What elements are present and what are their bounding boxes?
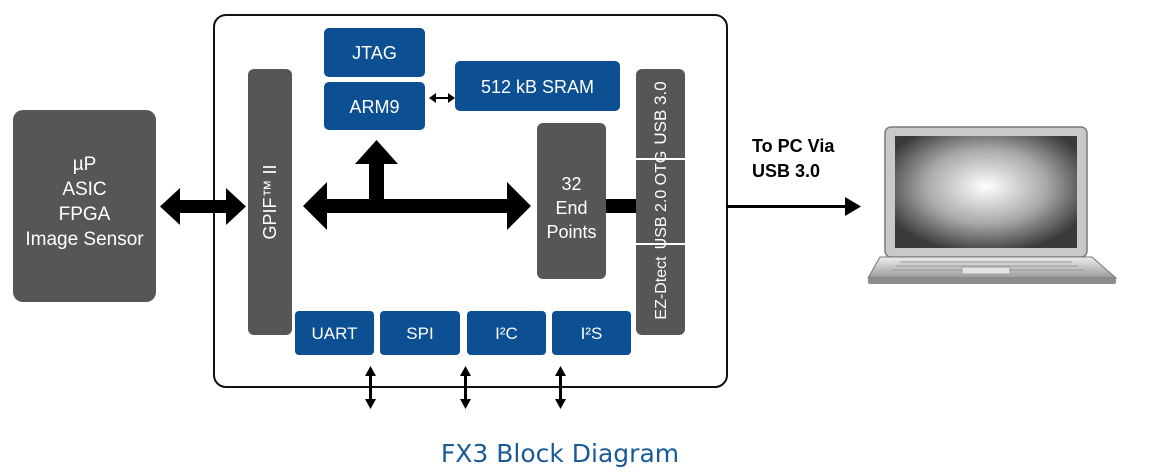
gpif-ii-block: GPIF™ II [248, 69, 292, 335]
peripheral-io-arrows [365, 366, 566, 409]
sram-block: 512 kB SRAM [455, 61, 620, 111]
usb3-segment-label: USB 3.0 [651, 81, 670, 144]
endpoints-block: 32 End Points [537, 123, 606, 279]
peripheral-label: UART [312, 324, 358, 343]
endpoints-line: 32 [561, 174, 581, 194]
gpif-label: GPIF™ II [260, 164, 280, 239]
arm9-sram-arrow [429, 93, 455, 103]
usb-phy-block: USB 3.0 USB 2.0 OTG EZ-Dtect [636, 69, 685, 335]
jtag-block: JTAG [324, 28, 425, 77]
peripheral-label: I²C [495, 324, 518, 343]
arm9-block: ARM9 [324, 82, 425, 130]
peripheral-label: I²S [581, 324, 603, 343]
uart-io-arrow [365, 366, 376, 409]
endpoints-line: End [555, 198, 587, 218]
jtag-label: JTAG [352, 43, 397, 63]
endpoints-usb-connector [606, 199, 636, 213]
pc-link-line: USB 3.0 [752, 161, 820, 181]
peripheral-spi-block: SPI [380, 311, 460, 355]
usb-to-pc-arrow [727, 197, 861, 216]
host-line: ASIC [62, 179, 106, 200]
i2c-io-arrow [460, 366, 471, 409]
internal-bus-arrow [303, 140, 531, 230]
peripheral-label: SPI [406, 324, 433, 343]
arm9-label: ARM9 [349, 97, 399, 117]
peripheral-i2s-block: I²S [552, 311, 631, 355]
laptop-icon [867, 126, 1118, 284]
host-line: Image Sensor [25, 229, 144, 250]
ez-dtect-segment-label: EZ-Dtect [653, 256, 670, 320]
pc-link-line: To PC Via [752, 136, 835, 156]
endpoints-line: Points [546, 222, 596, 242]
diagram-caption: FX3 Block Diagram [441, 439, 679, 468]
peripheral-uart-block: UART [295, 311, 374, 355]
host-line: FPGA [59, 204, 111, 225]
peripheral-i2c-block: I²C [467, 311, 546, 355]
host-line: µP [73, 154, 97, 175]
sram-label: 512 kB SRAM [481, 77, 594, 97]
host-gpif-arrow [160, 188, 246, 225]
usb2-otg-segment-label: USB 2.0 OTG [653, 151, 670, 250]
host-device-block: µP ASIC FPGA Image Sensor [13, 110, 156, 302]
i2s-io-arrow [555, 366, 566, 409]
